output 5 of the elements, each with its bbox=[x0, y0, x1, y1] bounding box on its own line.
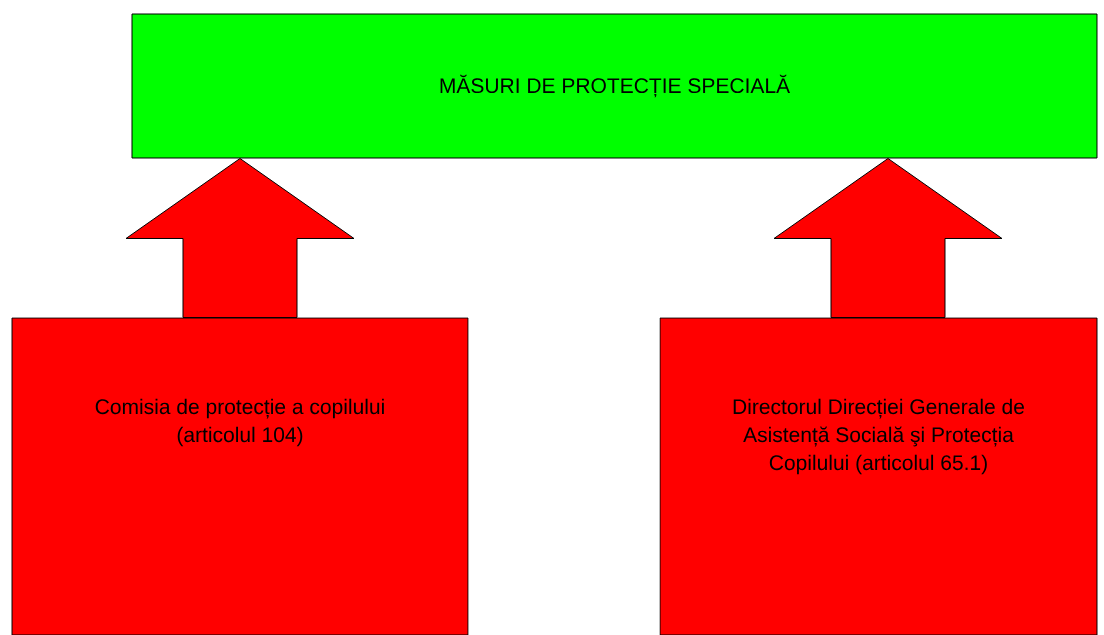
title-box: MĂSURI DE PROTECȚIE SPECIALĂ bbox=[131, 13, 1098, 159]
authority-box: Directorul Direcției Generale de Asistență Socială şi Protecția Copilului (articolul 65.1) bbox=[659, 317, 1098, 635]
block-arrow bbox=[125, 158, 355, 318]
block-arrow bbox=[773, 158, 1003, 318]
authority-box: Comisia de protecție a copilului (articolul 104) bbox=[11, 317, 469, 635]
